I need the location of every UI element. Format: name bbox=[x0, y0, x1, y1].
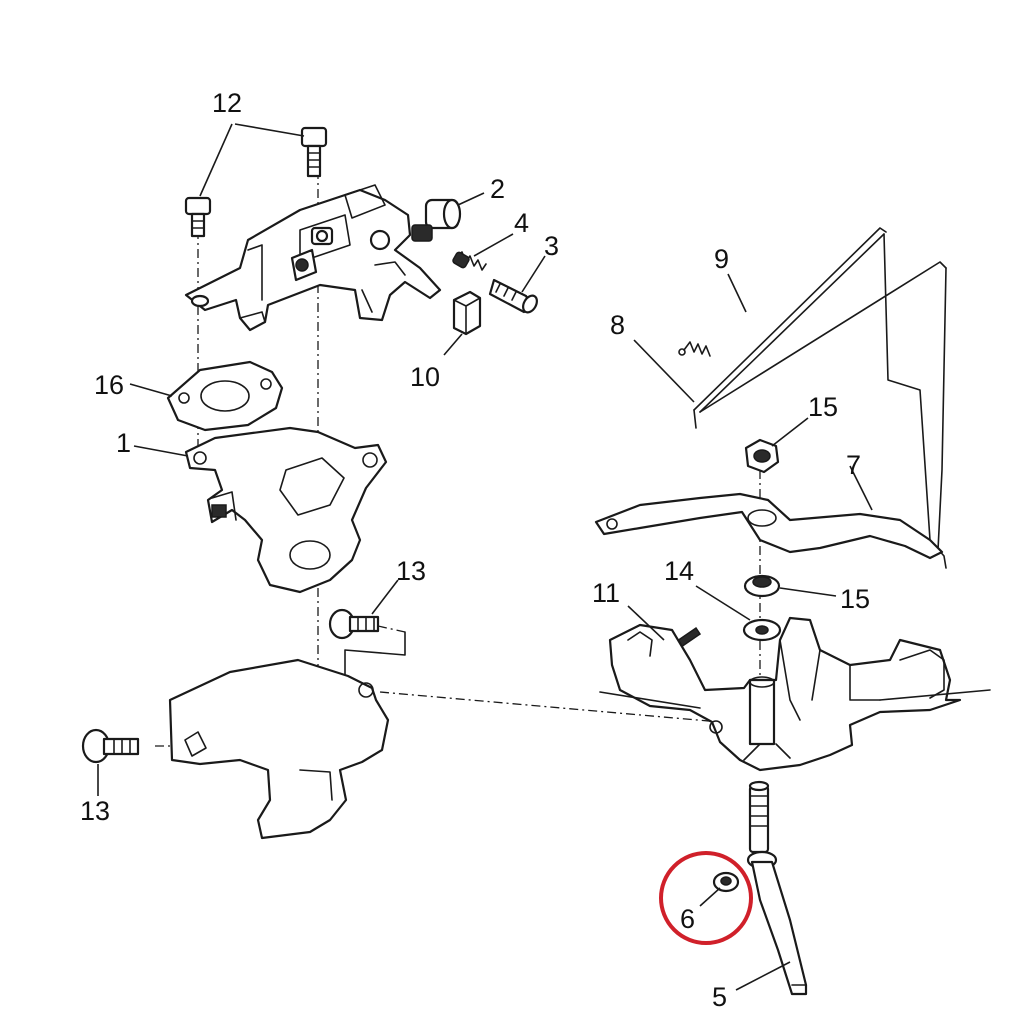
part-14-washer bbox=[742, 618, 782, 642]
callout-3: 3 bbox=[544, 231, 559, 261]
control-bracket-assembly bbox=[184, 184, 442, 332]
callout-5: 5 bbox=[712, 982, 727, 1012]
callout-4: 4 bbox=[514, 208, 529, 238]
part-12-bolts bbox=[184, 126, 328, 238]
part-15-nut-upper bbox=[744, 438, 780, 474]
callout-9: 9 bbox=[714, 244, 729, 274]
callout-2: 2 bbox=[490, 174, 505, 204]
engine-housing bbox=[599, 616, 991, 772]
callout-10: 10 bbox=[410, 362, 440, 392]
part-7-governor-arm bbox=[594, 492, 944, 560]
callout-8: 8 bbox=[610, 310, 625, 340]
callout-16: 16 bbox=[94, 370, 124, 400]
part-16-gasket bbox=[166, 360, 284, 432]
callout-13-upper: 13 bbox=[396, 556, 426, 586]
part-5-lever bbox=[746, 850, 808, 996]
shroud-bracket bbox=[168, 658, 390, 840]
part-3-screw bbox=[488, 278, 538, 314]
callout-12: 12 bbox=[212, 88, 242, 118]
part-2-pivot bbox=[411, 198, 462, 242]
part-10-block bbox=[452, 290, 482, 336]
callout-labels: 12 2 4 3 10 16 1 9 8 15 7 13 11 14 15 13… bbox=[80, 88, 870, 1012]
callout-14: 14 bbox=[664, 556, 694, 586]
callout-15-upper: 15 bbox=[808, 392, 838, 422]
callout-15-lower: 15 bbox=[840, 584, 870, 614]
part-15-collar-lower bbox=[743, 574, 781, 598]
governor-shaft bbox=[748, 780, 770, 854]
part-13-bolt-lower bbox=[81, 728, 140, 764]
part-8-9-linkage bbox=[678, 227, 947, 569]
callout-13-lower: 13 bbox=[80, 796, 110, 826]
callout-11: 11 bbox=[592, 578, 620, 608]
part-6-nut bbox=[712, 871, 740, 893]
callout-1: 1 bbox=[116, 428, 131, 458]
highlight-ring bbox=[659, 851, 753, 945]
callout-6: 6 bbox=[680, 904, 695, 934]
part-4-spring bbox=[452, 251, 487, 271]
leader-lines bbox=[97, 123, 873, 991]
part-1-insulator bbox=[184, 426, 388, 594]
callout-7: 7 bbox=[846, 450, 861, 480]
part-13-bolt-upper bbox=[328, 608, 406, 691]
